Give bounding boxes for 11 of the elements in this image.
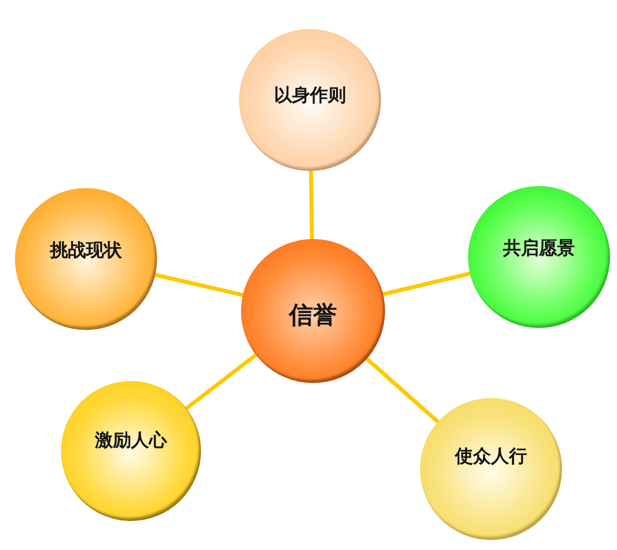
connector-line (309, 170, 314, 240)
node-label: 使众人行 (455, 446, 527, 468)
connector-line (184, 352, 258, 411)
node-label: 挑战现状 (50, 240, 122, 262)
node-label: 共启愿景 (503, 238, 575, 260)
node-label: 信誉 (289, 300, 337, 330)
connector-line (154, 272, 244, 298)
connector-line (364, 356, 440, 424)
connector-line (382, 271, 472, 296)
node-label: 以身作则 (274, 85, 346, 107)
node-label: 激励人心 (95, 430, 167, 452)
